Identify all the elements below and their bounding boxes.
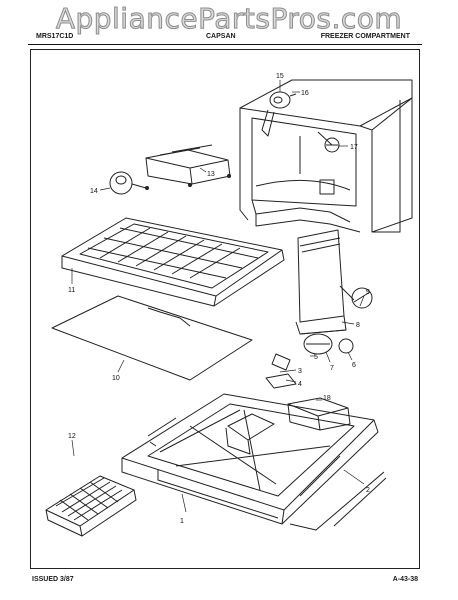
callout-15: 15 xyxy=(276,73,284,80)
callout-3: 3 xyxy=(298,368,302,375)
callout-13: 13 xyxy=(207,171,215,178)
callout-1: 1 xyxy=(180,518,184,525)
shelf-bracket xyxy=(145,144,231,187)
callout-8: 8 xyxy=(356,322,360,329)
callout-12: 12 xyxy=(68,433,76,440)
diagram-frame xyxy=(30,49,420,569)
section-title: FREEZER COMPARTMENT xyxy=(320,33,410,40)
fan-assembly xyxy=(265,333,354,389)
callout-7: 7 xyxy=(330,365,334,372)
leader-lines xyxy=(71,80,365,513)
drain-cover xyxy=(287,397,351,431)
callout-2: 2 xyxy=(366,487,370,494)
clip-part xyxy=(109,171,149,195)
evaporator-cover xyxy=(295,229,347,335)
freezer-cabinet xyxy=(239,79,413,233)
page-code: A-43-38 xyxy=(392,576,418,583)
callout-9: 9 xyxy=(366,289,370,296)
callout-10: 10 xyxy=(112,375,120,382)
brand-name: CAPSAN xyxy=(206,33,236,40)
ice-cube-tray xyxy=(45,475,137,537)
freezer-shelf-grille xyxy=(61,217,285,307)
callout-16: 16 xyxy=(301,90,309,97)
callout-4: 4 xyxy=(298,381,302,388)
issue-date: ISSUED 3/87 xyxy=(32,576,74,583)
callout-5: 5 xyxy=(314,354,318,361)
header-rule xyxy=(28,44,422,45)
model-number: MRS17C1D xyxy=(36,33,74,40)
callout-11: 11 xyxy=(68,287,75,294)
callout-6: 6 xyxy=(352,362,356,369)
page-header: MRS17C1D CAPSAN FREEZER COMPARTMENT xyxy=(28,29,430,43)
callout-17: 17 xyxy=(350,144,358,151)
callout-18: 18 xyxy=(323,395,331,402)
freezer-liner-pan xyxy=(121,393,387,531)
thermostat-assembly xyxy=(317,131,340,153)
callout-labels: 1 2 3 4 5 6 7 8 9 10 11 12 13 14 15 16 1… xyxy=(68,73,370,525)
shelf-panel xyxy=(51,295,253,381)
watermark: AppliancePartsPros.com xyxy=(55,2,403,36)
callout-14: 14 xyxy=(90,188,98,195)
screw-part xyxy=(339,285,373,309)
